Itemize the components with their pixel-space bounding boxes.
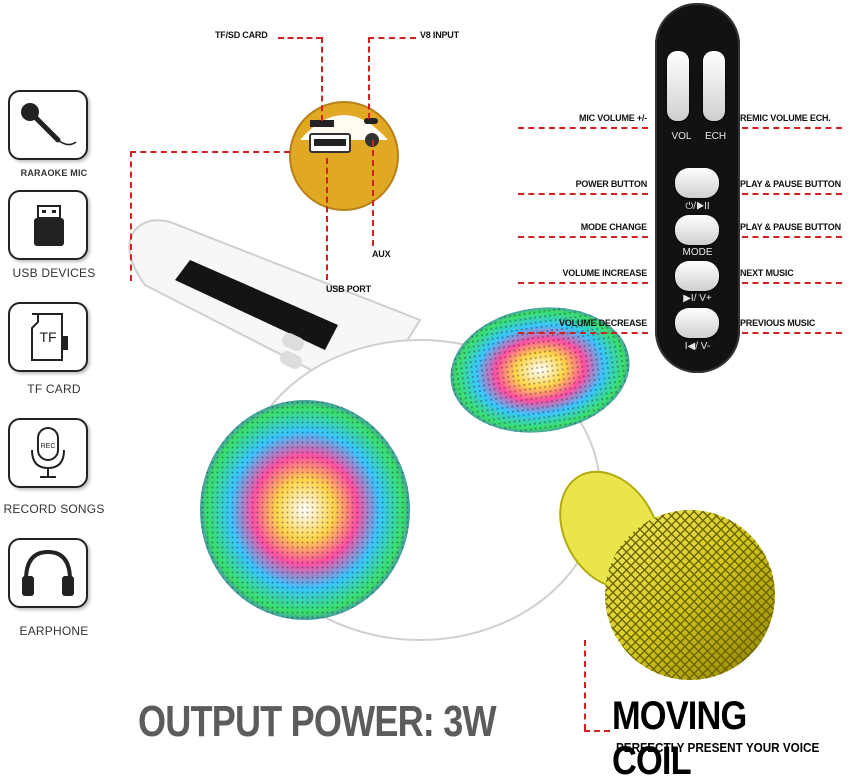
record-mic-icon: REC: [31, 427, 65, 478]
feature-usb-devices: [8, 190, 88, 260]
callout-line: [130, 151, 290, 153]
callout-line: [372, 140, 374, 246]
callout-line: [368, 37, 416, 39]
callout-aux: AUX: [372, 249, 391, 259]
callout-line: [130, 151, 132, 281]
callout-line: [742, 193, 842, 195]
power-play-label: ⏻/▶II: [685, 201, 710, 212]
next-volume-up-button[interactable]: [675, 261, 719, 291]
feature-karaoke-mic: [8, 90, 88, 160]
callout-volume-increase: VOLUME INCREASE: [562, 268, 647, 278]
callout-line: [518, 332, 648, 334]
callout-line: [742, 332, 842, 334]
port-detail-closeup: [289, 101, 399, 211]
feature-label: TF CARD: [27, 382, 81, 396]
sd-card-icon: TF: [31, 313, 68, 361]
feature-label: RARAOKE MIC: [20, 168, 88, 178]
mode-label: MODE: [682, 247, 713, 258]
control-panel: VOL ECH ⏻/▶II MODE ▶I/ V+ I◀/ V-: [655, 3, 740, 373]
callout-line: [321, 37, 323, 121]
callout-line: [584, 640, 586, 730]
feature-record-songs: REC: [8, 418, 88, 488]
callout-mode-change: MODE CHANGE: [580, 222, 648, 232]
output-power-heading: OUTPUT POWER: 3W: [138, 697, 497, 746]
tagline: PERFECTLY PRESENT YOUR VOICE: [616, 740, 820, 755]
feature-label: USB DEVICES: [12, 266, 96, 280]
power-play-button[interactable]: [675, 168, 719, 198]
svg-text:TF: TF: [39, 329, 56, 345]
mic-volume-slider[interactable]: [667, 51, 689, 121]
callout-remic-volume: REMIC VOLUME ECH.: [740, 113, 831, 123]
callout-next-music: NEXT MUSIC: [740, 268, 794, 278]
callout-tf-sd-card: TF/SD CARD: [215, 30, 268, 40]
mode-button[interactable]: [675, 215, 719, 245]
feature-label: RECORD SONGS: [3, 502, 105, 516]
callout-previous-music: PREVIOUS MUSIC: [740, 318, 816, 328]
callout-line: [742, 127, 842, 129]
callout-usb-port: USB PORT: [326, 284, 371, 294]
callout-mic-volume: MIC VOLUME +/-: [579, 113, 647, 123]
prev-label: I◀/ V-: [684, 341, 711, 352]
callout-line: [518, 127, 648, 129]
ech-label: ECH: [704, 131, 727, 142]
callout-line: [518, 236, 648, 238]
feature-label: EARPHONE: [19, 624, 89, 638]
callout-volume-decrease: VOLUME DECREASE: [558, 318, 647, 328]
karaoke-microphone-illustration: [128, 219, 775, 680]
prev-volume-down-button[interactable]: [675, 308, 719, 338]
callout-line: [278, 37, 322, 39]
microphone-icon: [21, 103, 77, 146]
callout-line: [742, 236, 842, 238]
moving-coil-heading: MOVING COIL: [612, 694, 747, 783]
svg-text:REC: REC: [41, 443, 56, 450]
callout-line: [518, 193, 648, 195]
callout-play-pause-1: PLAY & PAUSE BUTTON: [740, 179, 841, 189]
callout-line: [326, 158, 328, 280]
usb-drive-icon: [34, 205, 64, 246]
callout-v8-input: V8 INPUT: [420, 30, 459, 40]
headphones-icon: [22, 549, 74, 596]
callout-line: [518, 282, 648, 284]
callout-line: [742, 282, 842, 284]
callout-line: [368, 37, 370, 119]
callout-play-pause-2: PLAY & PAUSE BUTTON: [740, 222, 841, 232]
feature-tf-card: TF: [8, 302, 88, 372]
next-label: ▶I/ V+: [683, 293, 712, 304]
sd-slot-icon: [310, 120, 334, 127]
callout-power-button: POWER BUTTON: [575, 179, 648, 189]
v8-port-icon: [364, 118, 378, 124]
echo-slider[interactable]: [703, 51, 725, 121]
feature-earphone: [8, 538, 88, 608]
vol-label: VOL: [671, 131, 692, 142]
callout-line: [584, 730, 610, 732]
